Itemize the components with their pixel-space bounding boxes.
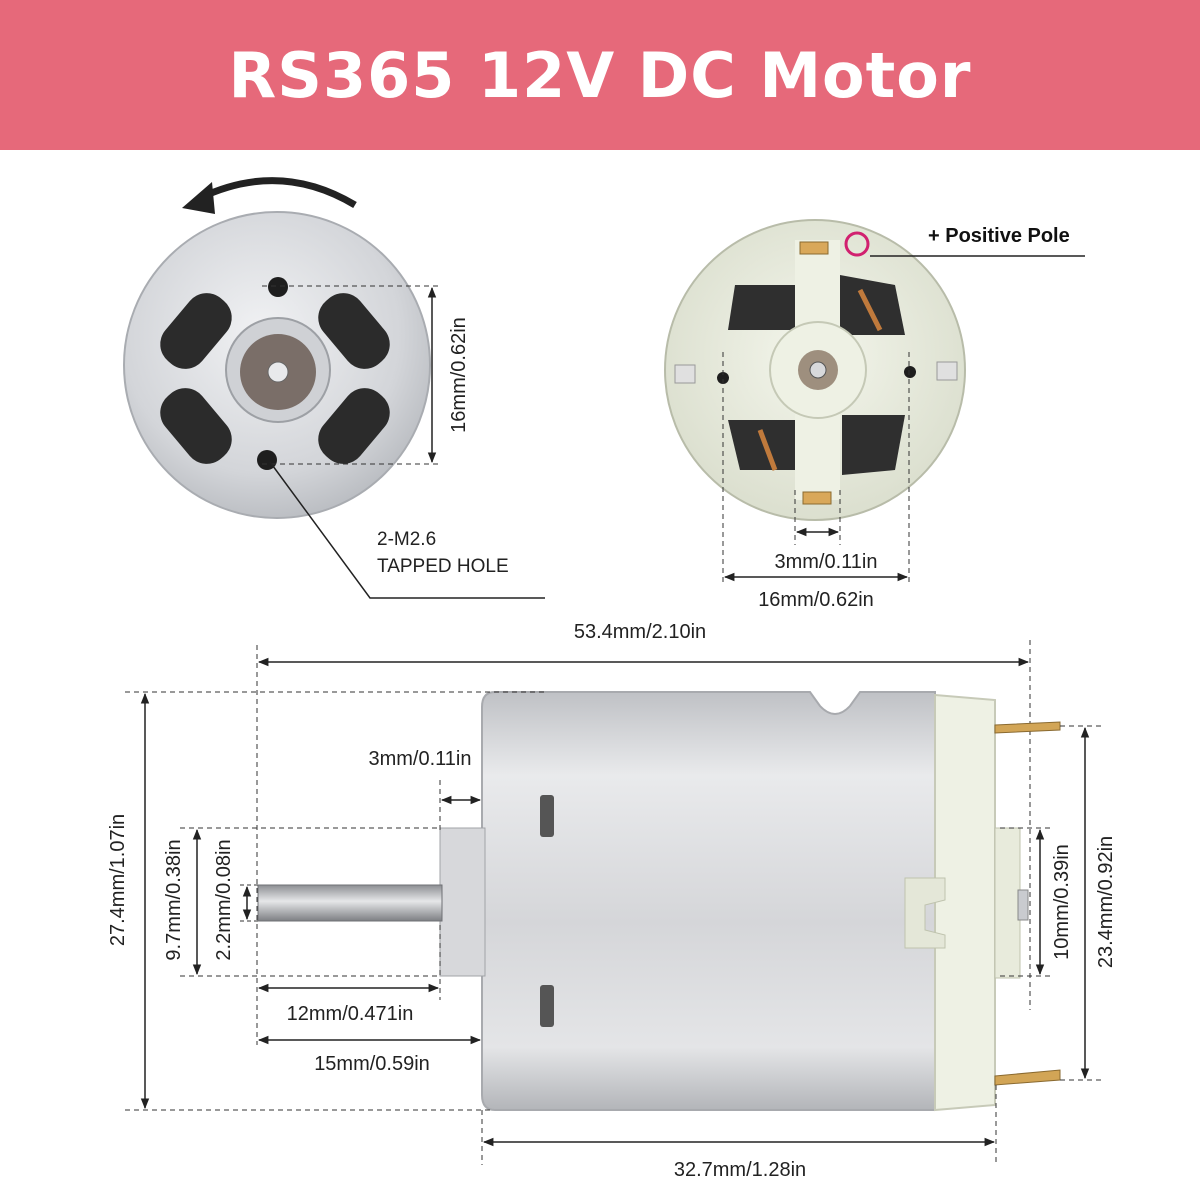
body-diameter-label: 27.4mm/1.07in xyxy=(107,814,129,946)
overall-length-label: 53.4mm/2.10in xyxy=(574,621,706,643)
side-view: 53.4mm/2.10in 3mm/0.11in 27.4mm/1.07in 9… xyxy=(107,621,1117,1181)
terminal-width-label: 3mm/0.11in xyxy=(774,551,877,573)
page-title: RS365 12V DC Motor xyxy=(228,38,972,112)
boss-diameter-label: 9.7mm/0.38in xyxy=(163,839,185,960)
tapped-hole-label-line2: TAPPED HOLE xyxy=(377,556,509,577)
shaft-total-label: 15mm/0.59in xyxy=(314,1053,430,1075)
title-banner: RS365 12V DC Motor xyxy=(0,0,1200,150)
back-hole-spacing-label: 16mm/0.62in xyxy=(758,589,874,611)
end-cap-height-label: 10mm/0.39in xyxy=(1051,844,1073,960)
back-view: + Positive Pole 3mm/0.11in 16mm/0.62in xyxy=(664,219,1085,611)
rotation-arrow-icon xyxy=(198,177,357,209)
shaft-diameter-label: 2.2mm/0.08in xyxy=(213,839,235,960)
front-hole-spacing-label: 16mm/0.62in xyxy=(448,317,470,433)
terminal-span-label: 23.4mm/0.92in xyxy=(1095,836,1117,968)
positive-pole-marker xyxy=(844,231,870,257)
positive-pole-label: + Positive Pole xyxy=(928,225,1070,247)
boss-height-label: 3mm/0.11in xyxy=(368,748,471,770)
motor-drawing: 16mm/0.62in 2-M2.6 TAPPED HOLE xyxy=(107,177,1117,1181)
shaft-length-label: 12mm/0.471in xyxy=(287,1003,414,1025)
front-view: 16mm/0.62in 2-M2.6 TAPPED HOLE xyxy=(123,177,545,599)
body-length-label: 32.7mm/1.28in xyxy=(674,1159,806,1181)
tapped-hole-label-line1: 2-M2.6 xyxy=(377,529,436,550)
